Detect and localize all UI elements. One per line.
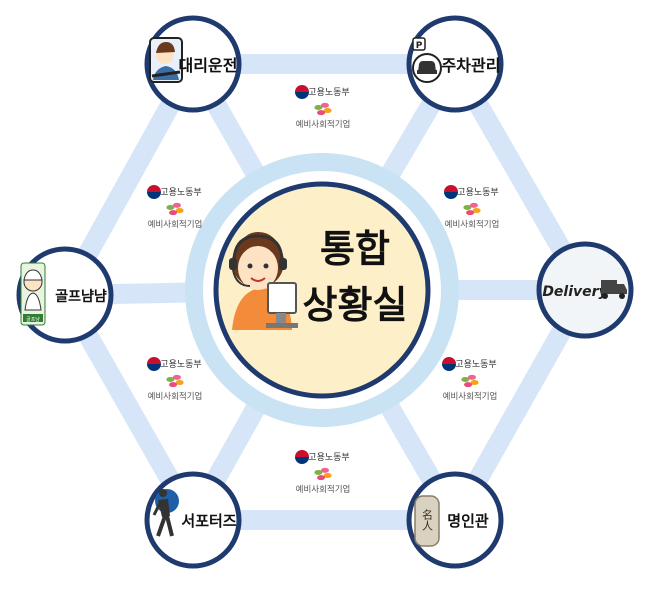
node-golf[interactable]: 골프냠 골프냠냠 [16, 246, 114, 344]
social-enterprise-mark [317, 475, 326, 481]
badge-subtitle: 예비사회적기업 [296, 119, 351, 130]
node-label: Delivery [542, 284, 608, 300]
node-ring [406, 15, 504, 113]
ministry-name: 고용노동부 [308, 452, 349, 463]
social-enterprise-mark [323, 108, 332, 114]
ministry-name: 고용노동부 [455, 359, 496, 370]
center-hub: 통합 상황실 [185, 153, 459, 427]
center-title-line2: 상황실 [303, 283, 408, 327]
delivery-truck-icon [601, 280, 627, 299]
ministry-name: 고용노동부 [160, 359, 201, 370]
social-enterprise-mark [166, 204, 175, 210]
ministry-badges: 고용노동부예비사회적기업고용노동부예비사회적기업고용노동부예비사회적기업고용노동… [147, 85, 499, 495]
golf-badge-text: 골프냠 [26, 316, 40, 323]
social-enterprise-mark [467, 374, 476, 380]
badge-subtitle: 예비사회적기업 [148, 391, 203, 402]
social-enterprise-mark [172, 374, 181, 380]
taegeuk-icon [295, 92, 309, 99]
celebrity-emblem-text: 名人 [421, 508, 434, 531]
node-delivery[interactable]: Delivery [536, 241, 634, 339]
node-supporters[interactable]: 서포터즈 [144, 471, 242, 569]
driver-icon [149, 37, 183, 83]
ministry-name: 고용노동부 [308, 87, 349, 98]
social-enterprise-mark [472, 208, 481, 214]
social-enterprise-mark [470, 380, 479, 386]
node-label: 명인관 [447, 512, 489, 530]
taegeuk-icon [442, 364, 456, 371]
social-enterprise-mark [172, 202, 181, 208]
taegeuk-icon [147, 357, 161, 364]
badge-subtitle: 예비사회적기업 [445, 219, 500, 230]
social-enterprise-mark [466, 210, 475, 216]
taegeuk-icon [295, 450, 309, 457]
social-enterprise-mark [323, 473, 332, 479]
taegeuk-icon [295, 457, 309, 464]
social-enterprise-mark [463, 204, 472, 210]
social-enterprise-mark [169, 210, 178, 216]
parking-sign-letter: P [416, 41, 423, 51]
social-enterprise-mark [314, 104, 323, 110]
center-title-line1: 통합 [320, 227, 390, 271]
taegeuk-icon [295, 85, 309, 92]
taegeuk-icon [444, 192, 458, 199]
ministry-name: 고용노동부 [457, 187, 498, 198]
call-center-agent-icon [229, 232, 298, 330]
walking-person-icon [152, 489, 179, 537]
node-designated-driver[interactable]: 대리운전 [144, 15, 242, 113]
golf-character-icon: 골프냠 [20, 262, 46, 326]
node-label: 대리운전 [179, 56, 238, 75]
taegeuk-icon [147, 185, 161, 192]
social-enterprise-mark [461, 376, 470, 382]
social-enterprise-mark [166, 376, 175, 382]
node-label: 서포터즈 [181, 512, 236, 530]
social-enterprise-mark [317, 110, 326, 116]
social-enterprise-mark [464, 382, 473, 388]
badge-subtitle: 예비사회적기업 [148, 219, 203, 230]
social-enterprise-mark [169, 382, 178, 388]
taegeuk-icon [442, 357, 456, 364]
social-enterprise-mark [314, 469, 323, 475]
social-enterprise-mark [320, 102, 329, 108]
node-parking[interactable]: P 주차관리 [406, 15, 504, 113]
badge-subtitle: 예비사회적기업 [443, 391, 498, 402]
social-enterprise-mark [175, 380, 184, 386]
social-enterprise-mark [320, 467, 329, 473]
node-label: 주차관리 [442, 56, 501, 75]
parking-car-icon: P [412, 37, 442, 83]
node-label: 골프냠냠 [55, 288, 107, 305]
social-enterprise-mark [469, 202, 478, 208]
ministry-name: 고용노동부 [160, 187, 201, 198]
node-celebrity-hall[interactable]: 名人 명인관 [406, 471, 504, 569]
badge-subtitle: 예비사회적기업 [296, 484, 351, 495]
taegeuk-icon [147, 364, 161, 371]
node-ring [536, 241, 634, 339]
social-enterprise-mark [175, 208, 184, 214]
taegeuk-icon [444, 185, 458, 192]
celebrity-emblem-icon: 名人 [414, 495, 440, 547]
taegeuk-icon [147, 192, 161, 199]
